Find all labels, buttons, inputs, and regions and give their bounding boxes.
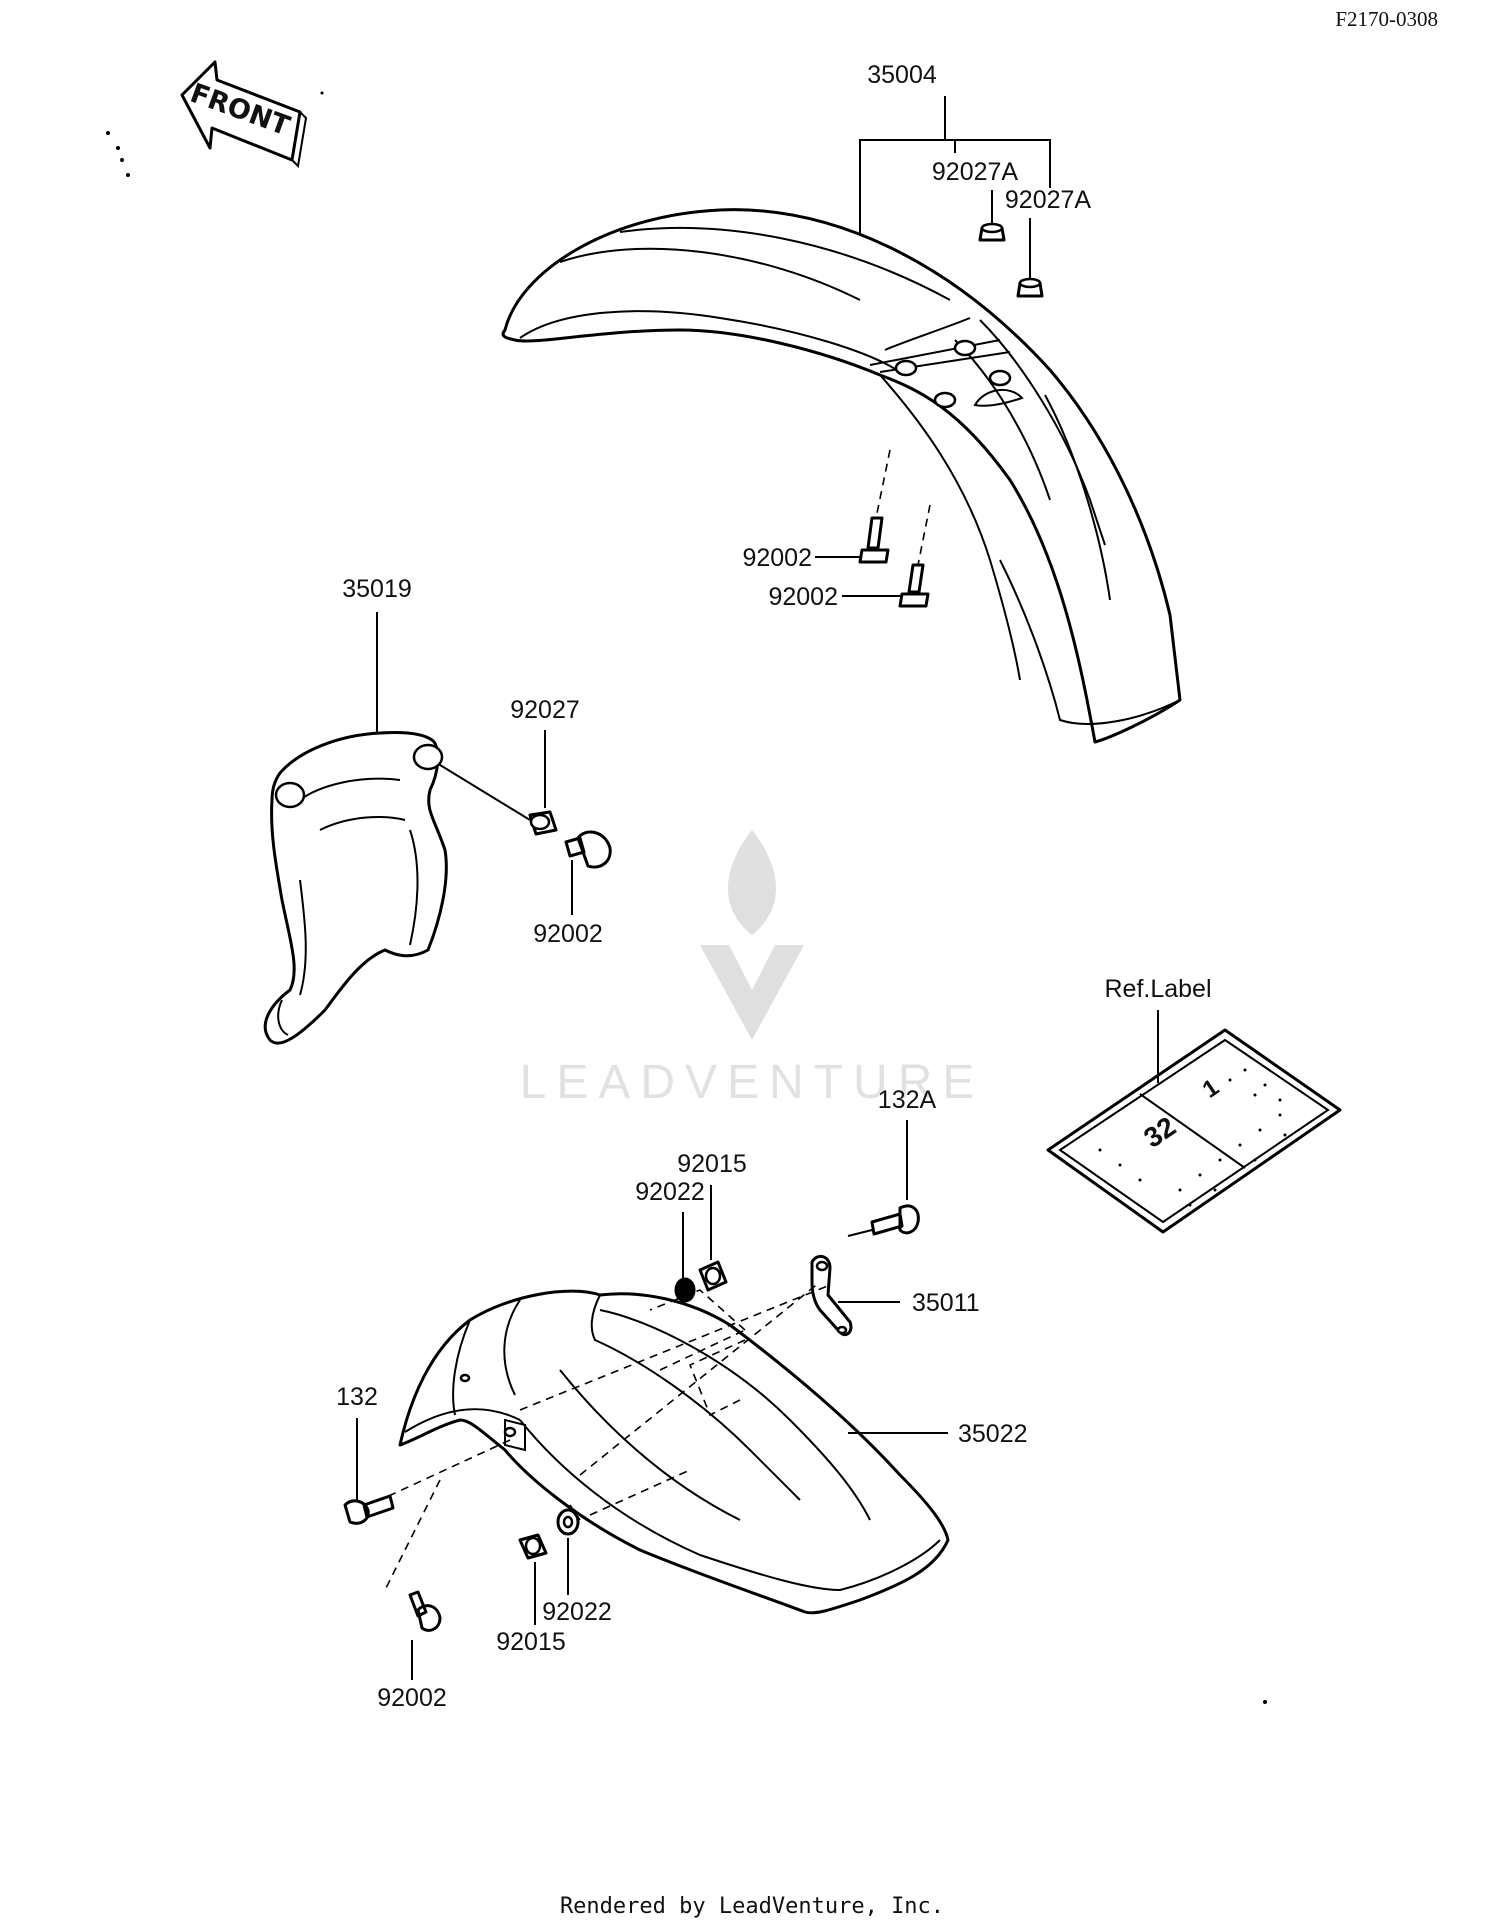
callout-92027: 92027 bbox=[510, 696, 580, 724]
rear-fender bbox=[398, 1289, 950, 1615]
bolt-92002-rear bbox=[408, 1590, 442, 1680]
bolt-92002-front-2 bbox=[842, 504, 931, 608]
diagram-code: F2170-0308 bbox=[1335, 7, 1438, 31]
callout-92015-top: 92015 bbox=[677, 1150, 747, 1178]
bolt-132a bbox=[847, 1204, 920, 1237]
callout-35019: 35019 bbox=[342, 575, 412, 603]
washer-92022-top bbox=[674, 1277, 696, 1303]
washer-92022-bottom bbox=[556, 1508, 580, 1536]
bolt-92002-guard bbox=[564, 830, 612, 915]
stray-dot bbox=[1263, 1700, 1267, 1704]
ref-label: 32 1 bbox=[1046, 1028, 1342, 1234]
callout-92027a-2: 92027A bbox=[1005, 186, 1092, 214]
nut-92015-bottom bbox=[518, 1533, 548, 1560]
ref-label-digit-2: 1 bbox=[1198, 1074, 1224, 1104]
callout-92002-rear: 92002 bbox=[377, 1684, 447, 1712]
bracket-35011 bbox=[810, 1254, 900, 1336]
nut-92027a-2 bbox=[1016, 218, 1044, 298]
footer-credit: Rendered by LeadVenture, Inc. bbox=[560, 1894, 944, 1919]
callout-35022: 35022 bbox=[958, 1420, 1028, 1448]
callout-92022-bottom: 92022 bbox=[542, 1598, 612, 1626]
bolt-92002-front-1 bbox=[815, 449, 891, 564]
stray-marks bbox=[106, 91, 324, 177]
callout-35004: 35004 bbox=[867, 61, 937, 89]
callout-92002-front-1: 92002 bbox=[742, 544, 812, 572]
front-fender bbox=[501, 208, 1182, 744]
nut-92027 bbox=[528, 810, 558, 836]
callout-92015-bottom: 92015 bbox=[496, 1628, 566, 1656]
callout-92002-front-2: 92002 bbox=[768, 583, 838, 611]
leadventure-watermark: LEADVENTURE bbox=[520, 830, 985, 1109]
callout-92027a-1: 92027A bbox=[932, 158, 1019, 186]
ref-label-digits: 32 bbox=[1138, 1111, 1181, 1154]
guard bbox=[263, 731, 448, 1045]
nut-92027a-1 bbox=[978, 190, 1006, 242]
callout-92022-top: 92022 bbox=[635, 1178, 705, 1206]
front-arrow-icon: FRONT bbox=[180, 60, 308, 169]
ref-label-caption: Ref.Label bbox=[1104, 975, 1211, 1003]
callout-132: 132 bbox=[336, 1383, 378, 1411]
callout-132a: 132A bbox=[878, 1086, 937, 1114]
nut-92015-top bbox=[698, 1260, 728, 1292]
watermark-text: LEADVENTURE bbox=[520, 1056, 985, 1109]
bolt-132 bbox=[343, 1494, 395, 1525]
callout-92002-guard: 92002 bbox=[533, 920, 603, 948]
callout-35011: 35011 bbox=[912, 1289, 980, 1317]
